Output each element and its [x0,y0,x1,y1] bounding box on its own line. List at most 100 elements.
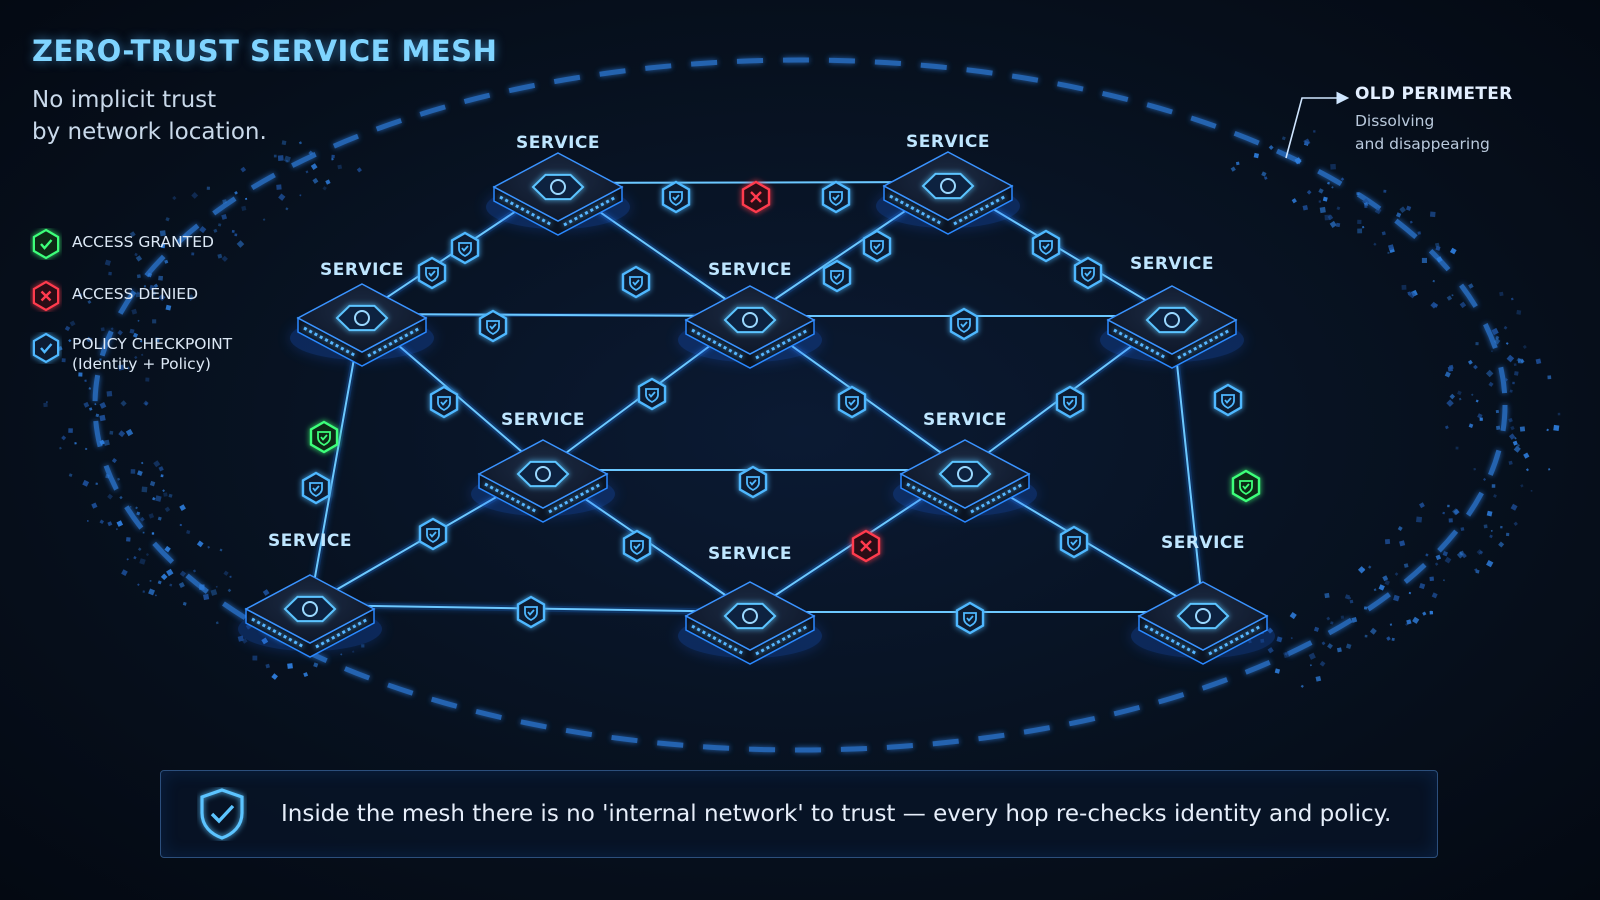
perimeter-particle [1230,166,1236,172]
policy-checkpoint-badge [450,231,480,265]
perimeter-particle [1491,484,1496,488]
perimeter-particle [1326,616,1331,621]
perimeter-particle [191,252,195,256]
perimeter-particle [1448,364,1454,370]
perimeter-particle [1383,189,1387,193]
legend-label-checkpoint: POLICY CHECKPOINT [72,335,233,353]
perimeter-particle [1433,302,1439,308]
perimeter-particle [109,430,114,435]
perimeter-particle [1467,359,1473,365]
policy-checkpoint-badge-hex [417,256,447,290]
perimeter-particle [287,663,293,669]
perimeter-particle [121,569,128,576]
service-node-pins [691,624,745,656]
perimeter-particle [1406,619,1412,625]
perimeter-particle [1495,425,1501,430]
perimeter-particle [125,428,134,437]
perimeter-particle [1459,301,1467,309]
perimeter-particle [206,186,210,190]
perimeter-particle [234,191,238,195]
perimeter-particle [1468,423,1474,429]
perimeter-particle [273,154,277,158]
perimeter-particle [202,593,210,601]
perimeter-particle [1435,245,1441,251]
perimeter-particle [1436,256,1443,263]
perimeter-particle [69,320,76,327]
perimeter-particle [331,154,335,159]
perimeter-title: OLD PERIMETER [1355,84,1513,104]
perimeter-particle [139,516,145,522]
perimeter-particle [1330,621,1334,625]
perimeter-particle [1442,579,1446,582]
shield-icon [425,267,439,283]
perimeter-particle [1327,214,1334,221]
perimeter-particle [1369,627,1377,635]
perimeter-particle [68,428,73,433]
perimeter-particle [1281,136,1286,141]
perimeter-particle [215,585,218,588]
perimeter-particle [1235,161,1240,166]
perimeter-particle [1267,647,1274,654]
perimeter-particle [215,621,219,625]
perimeter-particle [285,159,289,163]
perimeter-particle [1495,335,1500,340]
service-label: SERVICE [708,260,792,280]
perimeter-particle [166,568,174,577]
perimeter-particle [1340,615,1345,619]
perimeter-particle [157,580,162,585]
service-cube-icon [535,466,551,482]
perimeter-particle [1425,553,1429,557]
perimeter-particle [110,327,114,331]
perimeter-particle [1546,428,1549,432]
perimeter-particle [164,259,169,264]
perimeter-particle [130,469,136,474]
perimeter-particle [361,644,365,648]
perimeter-particle [179,504,186,511]
perimeter-particle [64,325,71,332]
perimeter-particle [137,583,140,587]
perimeter-particle [1444,425,1449,430]
perimeter-annotation: OLD PERIMETER Dissolving and disappearin… [1355,84,1513,156]
service-node-pins [303,326,357,358]
service-label: SERVICE [501,410,585,430]
perimeter-particle [117,477,121,481]
perimeter-particle [111,458,117,464]
perimeter-particle [1408,291,1416,299]
perimeter-particle [1416,516,1423,523]
perimeter-particle [1336,206,1341,211]
policy-checkpoint-badge [738,465,768,499]
perimeter-particle [1306,189,1312,195]
perimeter-particle [1505,342,1509,345]
service-label: SERVICE [923,410,1007,430]
perimeter-particle [1447,504,1450,508]
check-icon [832,194,840,201]
policy-checkpoint-badge-hex [738,465,768,499]
shield-icon [746,476,760,492]
check-icon [1084,270,1092,277]
perimeter-particle [1308,652,1316,660]
service-node-pins [970,482,1024,514]
subtitle: No implicit trust by network location. [32,84,267,148]
perimeter-particle [229,575,232,578]
perimeter-particle [1473,467,1476,471]
policy-checkpoint-badge-hex [949,307,979,341]
perimeter-particle [1393,594,1400,602]
perimeter-particle [1384,579,1391,586]
perimeter-particle [191,191,199,199]
perimeter-particle [133,556,137,560]
perimeter-particle [1276,636,1283,643]
service-node: SERVICE [290,260,434,367]
perimeter-particle [136,274,141,279]
perimeter-particle [223,570,229,576]
shield-check-icon [200,788,244,840]
perimeter-particle [1261,171,1267,177]
perimeter-particle [1403,563,1409,568]
perimeter-particle [154,594,158,597]
service-cube-icon [742,608,758,624]
perimeter-particle [1530,489,1533,492]
perimeter-particle [1319,206,1326,214]
policy-checkpoint-badge-hex [862,229,892,263]
perimeter-particle [219,548,223,552]
perimeter-particle [153,283,159,289]
perimeter-particle [1510,297,1514,301]
